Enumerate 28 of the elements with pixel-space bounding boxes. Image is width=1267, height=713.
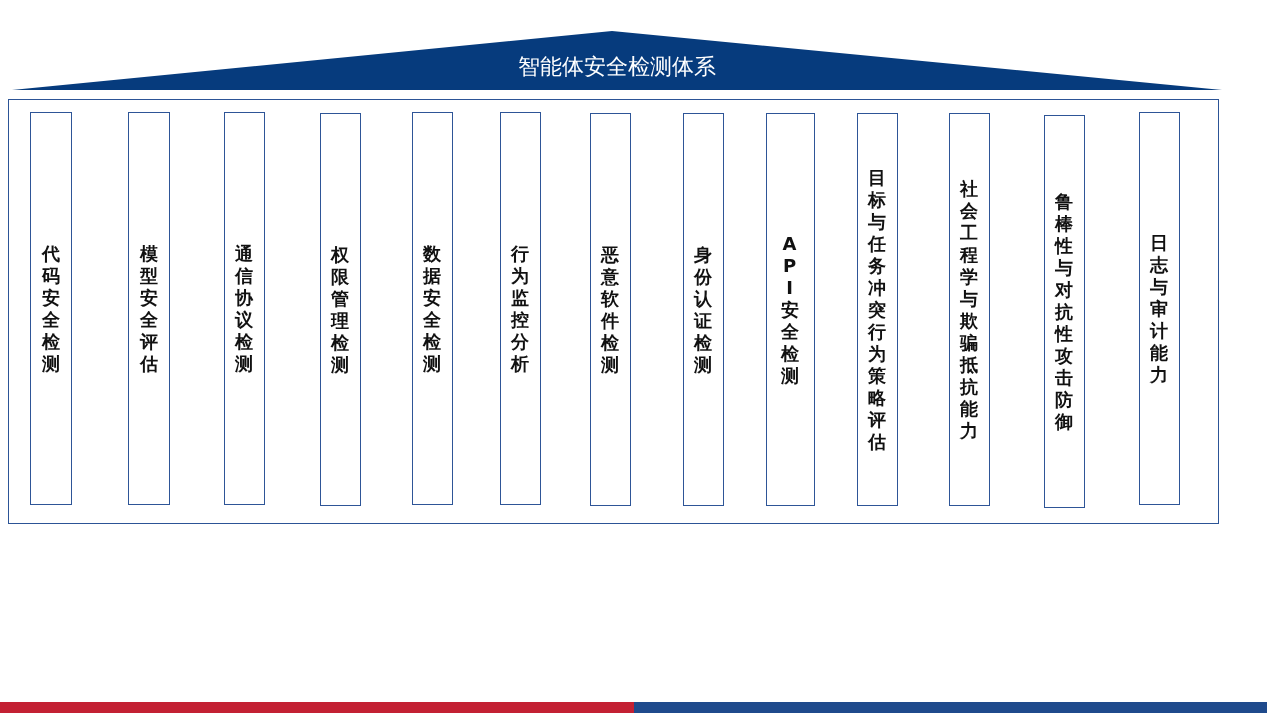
frame-box	[8, 99, 1219, 524]
pillar	[128, 112, 170, 505]
pillar-label: API安全检测	[779, 232, 802, 387]
pillar-label: 身份认证检测	[692, 243, 715, 376]
pillar-label: 数据安全检测	[421, 242, 444, 375]
pillar-label: 代码安全检测	[40, 242, 63, 375]
pillar-label: 通信协议检测	[233, 242, 256, 375]
pillar-label: 日志与审计能力	[1148, 231, 1171, 386]
pillar	[412, 112, 453, 505]
pillar	[590, 113, 631, 506]
pillar	[766, 113, 815, 506]
pillar-label: 社会工程学与欺骗抵抗能力	[958, 177, 981, 442]
pillar	[500, 112, 541, 505]
banner-title: 智能体安全检测体系	[518, 53, 716, 81]
pillar	[320, 113, 361, 506]
pillar-label: 权限管理检测	[329, 243, 352, 376]
pillar-label: 行为监控分析	[509, 242, 532, 375]
pillar-label: 鲁棒性与对抗性攻击防御	[1053, 190, 1076, 433]
pillar	[224, 112, 265, 505]
pillar-label: 恶意软件检测	[599, 243, 622, 376]
pillar	[857, 113, 898, 506]
pillar	[30, 112, 72, 505]
pillar	[683, 113, 724, 506]
pillar-label: 目标与任务冲突行为策略评估	[866, 166, 889, 453]
pillar	[1044, 115, 1085, 508]
pillar	[949, 113, 990, 506]
pillar	[1139, 112, 1180, 505]
pillar-label: 模型安全评估	[138, 242, 161, 375]
